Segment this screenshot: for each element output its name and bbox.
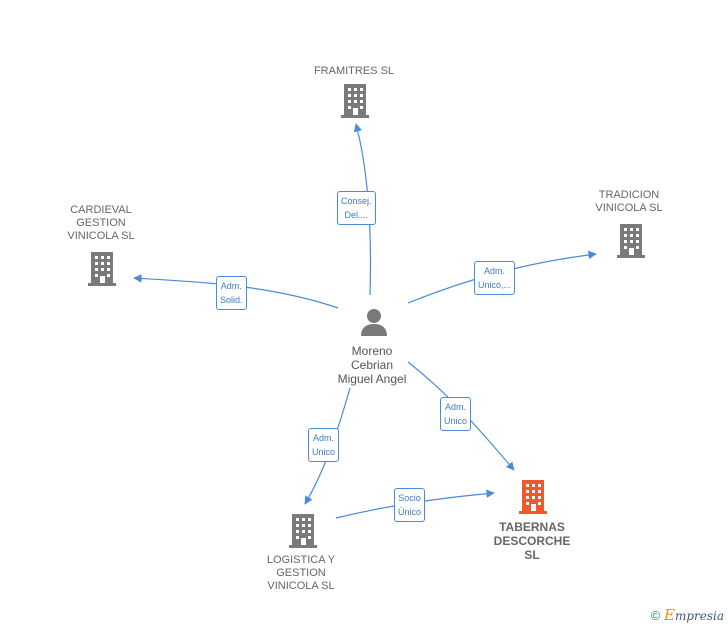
building-icon-framitres[interactable] (341, 84, 369, 118)
edge-label-to-cardieval: Adm. Solid. (216, 276, 247, 310)
node-label-tabernas[interactable]: TABERNAS DESCORCHE SL (493, 520, 571, 562)
brand-logo-text: mpresia (674, 609, 724, 623)
edge-label-to-framitres: Consej. Del.... (337, 191, 376, 225)
node-label-tradicion[interactable]: TRADICION VINICOLA SL (595, 189, 663, 214)
brand-logo-initial: E (663, 606, 675, 624)
building-icon-tabernas[interactable] (519, 480, 547, 514)
edge-label-to-tabernas: Adm. Unico (440, 397, 472, 431)
building-icon-cardieval[interactable] (88, 252, 116, 286)
building-icon-logistica[interactable] (289, 514, 317, 548)
edge-label-logistica-to-tabernas: Socio Único (394, 488, 426, 522)
person-icon[interactable] (361, 309, 387, 336)
node-label-cardieval[interactable]: CARDIEVAL GESTION VINICOLA SL (67, 204, 135, 242)
node-label-framitres[interactable]: FRAMITRES SL (313, 65, 395, 77)
node-label-logistica[interactable]: LOGISTICA Y GESTION VINICOLA SL (266, 554, 336, 592)
edge-label-to-tradicion: Adm. Unico,... (474, 261, 516, 295)
building-icon-tradicion[interactable] (617, 224, 645, 258)
brand-footer: © Empresia (651, 606, 724, 624)
edge-label-to-logistica: Adm. Unico (308, 428, 340, 462)
copyright-icon: © (650, 608, 661, 623)
node-label-person[interactable]: Moreno Cebrian Miguel Angel (337, 344, 407, 386)
